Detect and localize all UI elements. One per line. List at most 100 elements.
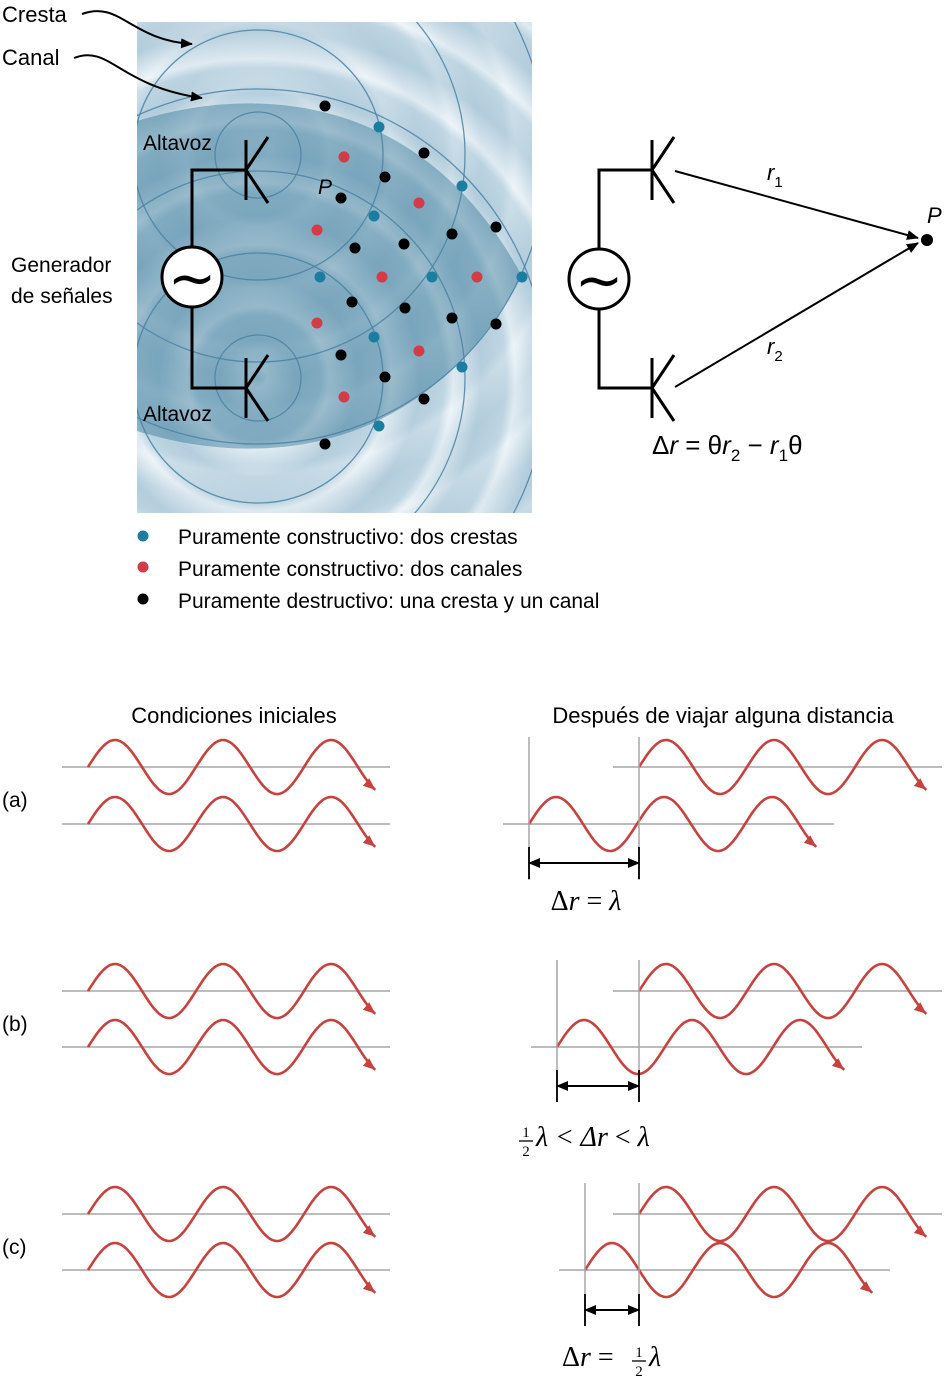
crest-crest-dot	[426, 271, 438, 283]
equation-c: Δr = 1 2 λ	[562, 1342, 661, 1380]
wave-arrowhead	[831, 1058, 845, 1070]
equation-c-fraction-num: 1	[635, 1345, 643, 1361]
equation-a: Δr = λ	[551, 886, 622, 917]
trough-trough-dot	[311, 317, 323, 329]
point-p-label: P	[318, 176, 332, 199]
legend-swatch-destructive	[137, 593, 149, 605]
constructive-trough-dots	[311, 151, 483, 403]
crest-crest-dot	[314, 271, 326, 283]
wave-curve	[86, 795, 377, 853]
equation-c-body-left: Δr =	[562, 1342, 614, 1373]
destructive-dot	[319, 438, 331, 450]
wave-arrowhead	[913, 1002, 927, 1014]
generator-circuit	[160, 168, 246, 390]
trough-trough-dot	[413, 197, 425, 209]
destructive-dot	[490, 221, 502, 233]
wave-curve	[637, 962, 928, 1020]
speaker-top-icon-2	[650, 136, 676, 204]
path-difference-equation: Δr = θr2 − r1θ	[652, 430, 803, 465]
path-diagram: ∼ P r1 r2 Δr = θr2 − r1θ	[567, 136, 942, 465]
trough-arrow	[73, 54, 203, 102]
interference-field	[137, 22, 532, 513]
wave-curve	[86, 1241, 377, 1299]
legend-swatch-troughs	[137, 561, 149, 573]
trough-trough-dot	[376, 271, 388, 283]
speaker-bottom-icon	[244, 354, 270, 422]
trough-trough-dot	[338, 391, 350, 403]
row-label-c: (c)	[2, 1236, 27, 1259]
row-label-a: (a)	[2, 789, 28, 812]
path-r1-line	[674, 170, 919, 240]
crest-crest-dot	[373, 121, 385, 133]
wave-curve	[86, 1018, 377, 1076]
wave-curve	[637, 738, 928, 796]
crest-crest-dot	[368, 210, 380, 222]
speaker-bottom-label: Altavoz	[143, 403, 212, 426]
trough-trough-dot	[413, 345, 425, 357]
crest-crest-dot	[456, 180, 468, 192]
legend: Puramente constructivo: dos crestas Pura…	[137, 526, 599, 613]
header-after-travel: Después de viajar alguna distancia	[552, 703, 894, 728]
wave-arrowhead	[362, 835, 376, 847]
wave-curve	[555, 1018, 846, 1076]
wave-curve	[637, 1185, 928, 1243]
destructive-dot	[398, 238, 410, 250]
destructive-dot	[319, 100, 331, 112]
wave-curve	[527, 795, 818, 853]
r2-label: r2	[767, 334, 783, 365]
destructive-dots	[319, 100, 502, 450]
wave-arrowhead	[859, 1281, 873, 1293]
wave-panels	[62, 737, 942, 1326]
destructive-dot	[335, 192, 347, 204]
destructive-dot	[418, 393, 430, 405]
legend-text-destructive: Puramente destructivo: una cresta y un c…	[178, 590, 599, 613]
point-p-label-2: P	[927, 203, 942, 228]
legend-swatch-crests	[137, 530, 149, 542]
generator-label-line2: de señales	[11, 285, 113, 308]
destructive-dot	[490, 318, 502, 330]
point-p-dot	[921, 234, 933, 246]
generator-label-line1: Generador	[11, 254, 111, 277]
destructive-dot	[379, 371, 391, 383]
speaker-top-icon	[244, 136, 270, 204]
path-r2-line	[674, 242, 919, 388]
destructive-dot	[446, 228, 458, 240]
wave-arrowhead	[362, 1058, 376, 1070]
destructive-dot	[346, 296, 358, 308]
trough-trough-dot	[471, 271, 483, 283]
wave-arrowhead	[362, 1225, 376, 1237]
signal-generator-2	[567, 247, 631, 311]
crest-circles-top	[137, 22, 532, 445]
wave-curve	[583, 1241, 874, 1299]
destructive-dot	[335, 349, 347, 361]
wave-arrowhead	[803, 835, 817, 847]
equation-b-body: λ < Δr < λ	[535, 1122, 650, 1153]
equation-b: 1 2 λ < Δr < λ	[519, 1122, 650, 1160]
wave-curve	[86, 1185, 377, 1243]
equation-b-fraction-num: 1	[522, 1125, 530, 1141]
destructive-dot	[349, 242, 361, 254]
crest-crest-dot	[373, 420, 385, 432]
row-label-b: (b)	[2, 1013, 28, 1036]
ac-sine-icon: ∼	[168, 246, 217, 311]
constructive-crest-dots	[314, 121, 528, 432]
crest-crest-dot	[516, 271, 528, 283]
crest-crest-dot	[456, 361, 468, 373]
r1-label: r1	[767, 160, 783, 191]
wave-curve	[86, 738, 377, 796]
speaker-top-label: Altavoz	[143, 132, 212, 155]
speaker-bottom-icon-2	[650, 354, 676, 422]
equation-c-fraction-den: 2	[635, 1364, 643, 1380]
legend-text-crests: Puramente constructivo: dos crestas	[178, 526, 518, 549]
destructive-dot	[399, 302, 411, 314]
wave-arrowhead	[362, 778, 376, 790]
crest-crest-dot	[368, 331, 380, 343]
header-initial-conditions: Condiciones iniciales	[131, 703, 336, 728]
wave-arrowhead	[913, 1225, 927, 1237]
crest-arrow	[81, 10, 193, 49]
destructive-dot	[379, 171, 391, 183]
wave-arrowhead	[913, 778, 927, 790]
trough-trough-dot	[311, 224, 323, 236]
trough-label: Canal	[2, 45, 59, 70]
wave-curve	[86, 962, 377, 1020]
